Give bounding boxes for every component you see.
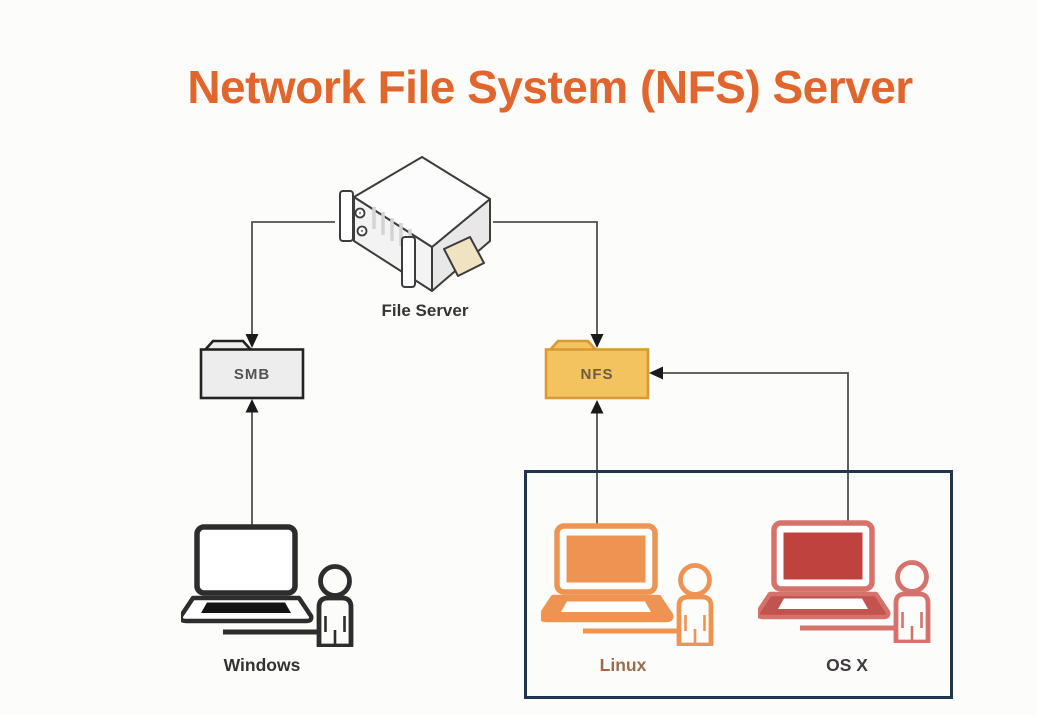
laptop-user-icon [758, 520, 931, 643]
nfs-folder: NFS [544, 339, 650, 400]
arrowhead-into-nfs-right [649, 366, 663, 380]
arrowhead-into-smb-bottom [245, 399, 259, 413]
laptop-user-icon [181, 524, 354, 647]
arrowhead-into-nfs-top [590, 334, 604, 348]
connector-server-smb [251, 221, 335, 334]
file-server-label: File Server [381, 301, 469, 320]
linux-label: Linux [599, 655, 647, 675]
connector-server-nfs [493, 221, 598, 334]
nfs-clients-group-box [524, 470, 953, 699]
arrowhead-into-smb-top [245, 334, 259, 348]
smb-folder-label: SMB [233, 365, 271, 383]
page-title: Network File System (NFS) Server [187, 61, 913, 113]
smb-folder: SMB [199, 339, 305, 400]
laptop-user-icon [541, 523, 714, 646]
folder-icon [199, 339, 305, 400]
osx-label: OS X [826, 655, 868, 675]
connector-osx-nfs [663, 372, 849, 523]
arrowhead-into-nfs-bottom [590, 400, 604, 414]
windows-label: Windows [223, 655, 301, 675]
file-server-icon [339, 156, 491, 292]
nfs-folder-label: NFS [580, 365, 614, 383]
folder-icon [544, 339, 650, 400]
